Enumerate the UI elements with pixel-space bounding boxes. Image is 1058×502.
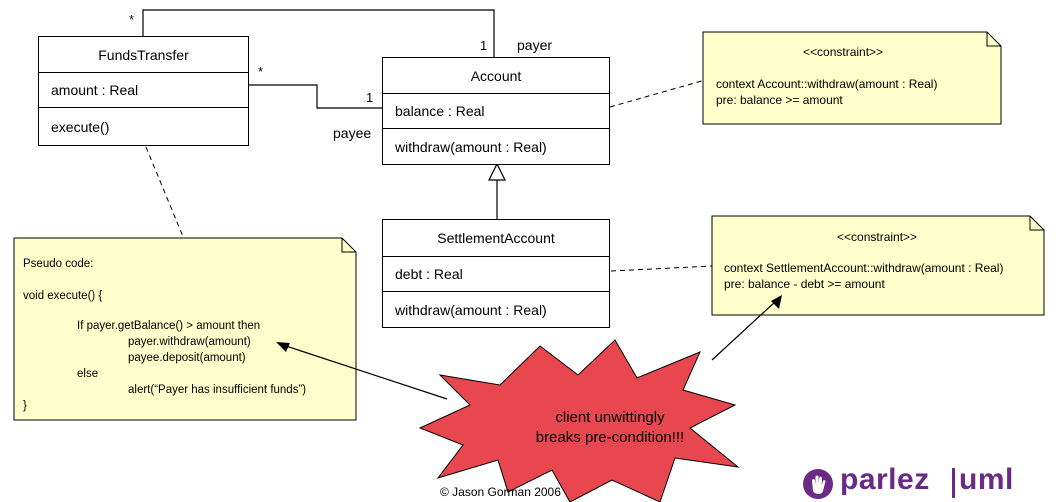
- payer-multiplicity-source: *: [129, 12, 135, 27]
- parlez-uml-logo: parlez uml: [802, 463, 1032, 502]
- payee-role-label: payee: [333, 125, 372, 141]
- settlement-constraint-pre: pre: balance - debt >= amount: [724, 277, 885, 291]
- class-operation: withdraw(amount : Real): [383, 128, 609, 164]
- payer-multiplicity-target: 1: [480, 38, 488, 53]
- class-name: FundsTransfer: [98, 46, 189, 63]
- code-line: alert(“Payer has insufficient funds”): [128, 384, 307, 396]
- payee-multiplicity-source: *: [258, 64, 264, 79]
- settlement-constraint-context: context SettlementAccount::withdraw(amou…: [724, 261, 1004, 275]
- account-constraint-note-shape: [702, 31, 1002, 125]
- code-line: void execute() {: [23, 290, 103, 302]
- account-constraint-context: context Account::withdraw(amount : Real): [716, 77, 938, 91]
- payer-role-label: payer: [517, 37, 553, 53]
- payee-association-line: [249, 84, 382, 109]
- code-line: else: [77, 368, 99, 380]
- callout-arrow-to-constraint: [711, 300, 777, 361]
- pseudo-code-note-anchor: [145, 146, 185, 240]
- settlement-note-anchor: [610, 265, 714, 272]
- payer-association-line: [142, 9, 495, 57]
- code-line: }: [23, 400, 27, 412]
- logo-text-parlez: parlez: [840, 463, 930, 496]
- generalization-arrowhead: [488, 162, 506, 181]
- payee-multiplicity-target: 1: [366, 90, 374, 105]
- code-line: If payer.getBalance() > amount then: [77, 320, 261, 332]
- callout-arrow-to-code: [282, 344, 448, 400]
- logo-text-uml: uml: [959, 463, 1014, 496]
- logo-divider: [952, 468, 955, 498]
- class-attribute: amount : Real: [39, 72, 248, 107]
- copyright-footer: © Jason Gorman 2006: [440, 485, 561, 499]
- account-constraint-pre: pre: balance >= amount: [716, 93, 843, 107]
- class-operation: withdraw(amount : Real): [383, 291, 609, 327]
- code-line: payee.deposit(amount): [128, 352, 246, 364]
- code-line: Pseudo code:: [23, 258, 94, 270]
- class-settlement-account[interactable]: SettlementAccount debt : Real withdraw(a…: [382, 219, 610, 328]
- callout-line-2: breaks pre-condition!!!: [535, 429, 685, 446]
- callout-starburst: [418, 339, 740, 502]
- class-account[interactable]: Account balance : Real withdraw(amount :…: [382, 57, 610, 165]
- callout-text: client unwittingly breaks pre-condition!…: [480, 408, 740, 448]
- code-line: payer.withdraw(amount): [128, 336, 251, 348]
- settlement-constraint-stereotype: <<constraint>>: [837, 230, 918, 244]
- callout-line-1: client unwittingly: [555, 409, 665, 426]
- hand-icon: [803, 469, 833, 499]
- account-constraint-stereotype: <<constraint>>: [803, 45, 884, 59]
- class-name: Account: [470, 67, 522, 84]
- class-name: SettlementAccount: [437, 230, 555, 246]
- class-funds-transfer[interactable]: FundsTransfer amount : Real execute(): [38, 36, 249, 146]
- pseudo-code-note-shape: [13, 237, 357, 421]
- class-operation: execute(): [39, 107, 248, 145]
- account-note-anchor: [609, 79, 706, 108]
- settlement-constraint-note-shape: [711, 215, 1045, 316]
- class-attribute: balance : Real: [383, 93, 609, 128]
- class-attribute: debt : Real: [383, 256, 609, 291]
